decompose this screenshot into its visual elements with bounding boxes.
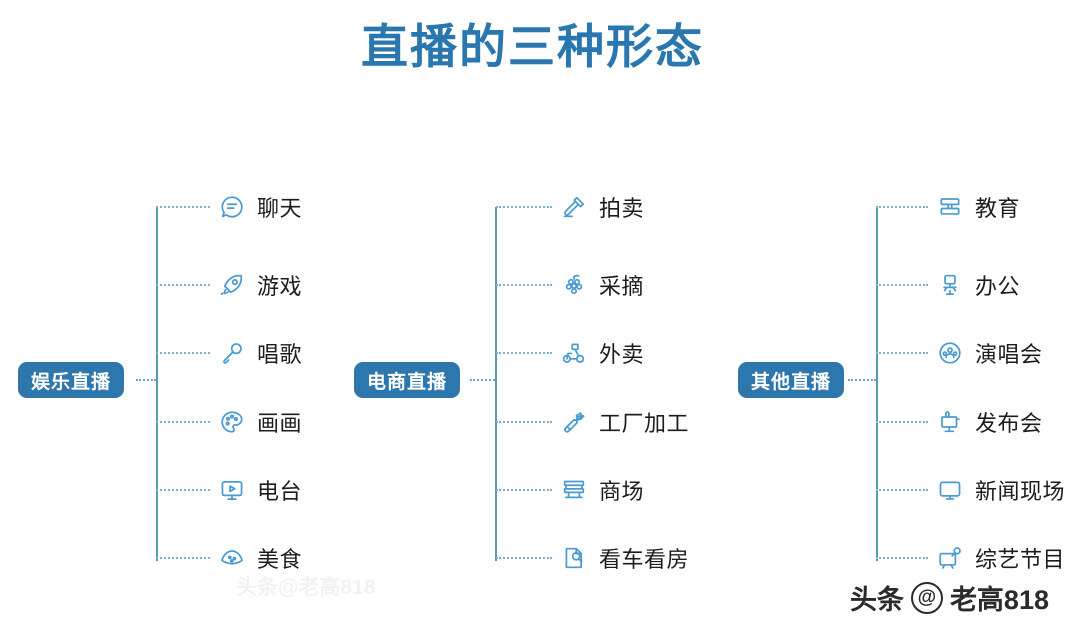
rocket-icon	[218, 271, 246, 299]
leaf-item[interactable]: 美食	[156, 541, 302, 575]
leaf-connector	[496, 206, 552, 208]
leaf-item[interactable]: 唱歌	[156, 336, 302, 370]
leaf-item[interactable]: 游戏	[156, 268, 302, 302]
scooter-icon	[560, 339, 588, 367]
leaf-item[interactable]: 新闻现场	[876, 473, 1065, 507]
leaf-item[interactable]: 办公	[876, 268, 1020, 302]
books-icon	[936, 193, 964, 221]
leaf-connector	[156, 489, 210, 491]
leaf-connector	[496, 421, 552, 423]
leaf-label: 演唱会	[975, 342, 1043, 367]
leaf-label: 游戏	[257, 274, 303, 299]
watermark: 头条 @ 老高818	[850, 578, 1049, 617]
pizza-icon	[218, 544, 246, 572]
trunk-line	[156, 207, 158, 561]
palette-icon	[218, 408, 246, 436]
leaf-label: 工厂加工	[599, 411, 690, 436]
leaf-connector	[876, 206, 928, 208]
watermark-faint: 头条@老高818	[236, 576, 376, 599]
monitor-play-icon	[218, 476, 246, 504]
tv-icon	[936, 544, 964, 572]
leaf-connector	[876, 489, 928, 491]
leaf-item[interactable]: 商场	[496, 473, 644, 507]
leaf-label: 美食	[257, 547, 303, 572]
leaf-connector	[496, 352, 552, 354]
leaf-item[interactable]: 综艺节目	[876, 541, 1065, 575]
leaf-label: 电台	[257, 479, 303, 504]
leaf-item[interactable]: 聊天	[156, 190, 302, 224]
document-search-icon	[560, 544, 588, 572]
leaf-item[interactable]: 画画	[156, 405, 302, 439]
leaf-label: 聊天	[257, 196, 303, 221]
leaf-connector	[876, 421, 928, 423]
leaf-connector	[496, 557, 552, 559]
wrench-icon	[560, 408, 588, 436]
leaf-connector	[496, 284, 552, 286]
leaf-label: 拍卖	[599, 196, 645, 221]
leaf-item[interactable]: 教育	[876, 190, 1020, 224]
group-entertainment: 娱乐直播 聊天 游戏 唱歌	[10, 180, 350, 580]
leaf-label: 唱歌	[257, 342, 303, 367]
leaf-item[interactable]: 外卖	[496, 336, 644, 370]
watermark-prefix: 头条	[849, 585, 904, 615]
group-label-entertainment[interactable]: 娱乐直播	[18, 362, 125, 398]
gavel-icon	[560, 193, 588, 221]
podium-icon	[936, 408, 964, 436]
root-connector	[136, 379, 156, 381]
concert-crowd-icon	[936, 339, 964, 367]
group-other: 其他直播 教育 办公 演唱会	[730, 180, 1065, 580]
leaf-label: 商场	[599, 479, 645, 504]
leaf-item[interactable]: 电台	[156, 473, 302, 507]
leaf-connector	[156, 421, 210, 423]
leaf-item[interactable]: 演唱会	[876, 336, 1043, 370]
leaf-connector	[876, 284, 928, 286]
office-chair-icon	[936, 271, 964, 299]
page-title: 直播的三种形态	[361, 20, 704, 73]
leaf-label: 综艺节目	[975, 547, 1065, 572]
escalator-icon	[560, 476, 588, 504]
leaf-label: 画画	[257, 411, 303, 436]
leaf-label: 发布会	[975, 411, 1043, 436]
leaf-label: 采摘	[599, 274, 645, 299]
leaf-label: 看车看房	[599, 547, 690, 572]
leaf-item[interactable]: 发布会	[876, 405, 1043, 439]
monitor-icon	[936, 476, 964, 504]
microphone-icon	[218, 339, 246, 367]
leaf-connector	[156, 352, 210, 354]
group-label-other[interactable]: 其他直播	[738, 362, 845, 398]
group-ecommerce: 电商直播 拍卖 采摘 外卖	[350, 180, 710, 580]
at-icon: @	[910, 581, 943, 614]
leaf-label: 教育	[975, 196, 1021, 221]
trunk-line	[876, 207, 878, 561]
watermark-handle: 老高818	[949, 585, 1049, 615]
leaf-connector	[156, 557, 210, 559]
root-connector	[848, 379, 876, 381]
grapes-icon	[560, 271, 588, 299]
leaf-item[interactable]: 采摘	[496, 268, 644, 302]
leaf-label: 办公	[975, 274, 1021, 299]
leaf-label: 新闻现场	[975, 479, 1065, 504]
leaf-connector	[496, 489, 552, 491]
leaf-connector	[876, 557, 928, 559]
leaf-connector	[156, 206, 210, 208]
chat-bubble-icon	[218, 193, 246, 221]
group-label-ecommerce[interactable]: 电商直播	[354, 362, 461, 398]
leaf-item[interactable]: 拍卖	[496, 190, 644, 224]
leaf-item[interactable]: 工厂加工	[496, 405, 689, 439]
leaf-connector	[156, 284, 210, 286]
trunk-line	[495, 207, 497, 561]
root-connector	[470, 379, 495, 381]
leaf-item[interactable]: 看车看房	[496, 541, 689, 575]
leaf-connector	[876, 352, 928, 354]
leaf-label: 外卖	[599, 342, 645, 367]
